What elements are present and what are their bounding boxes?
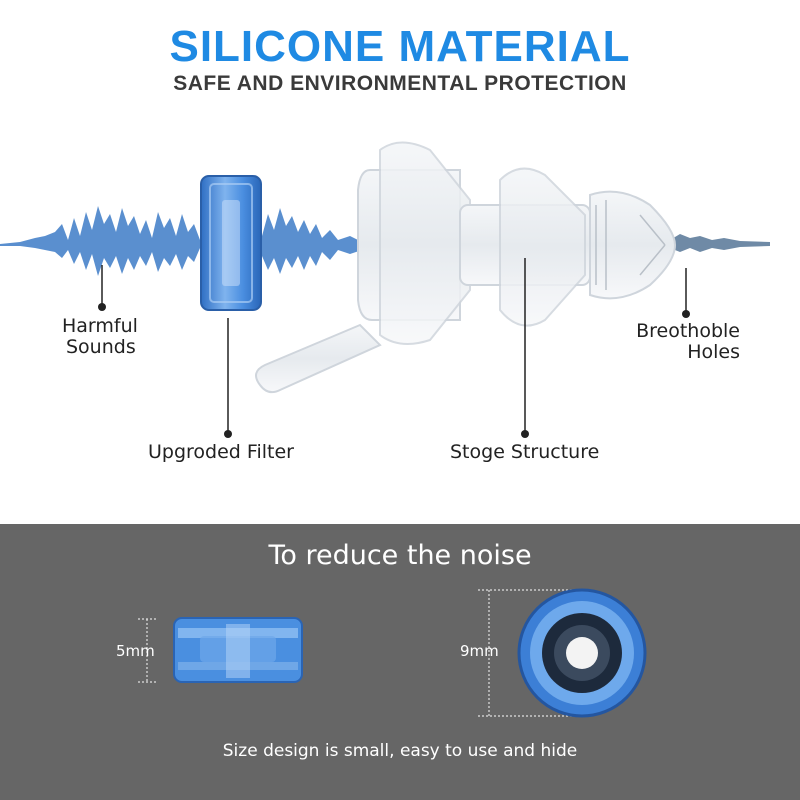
filter-diameter-label: 9mm <box>460 642 499 660</box>
filter-cylinder <box>200 175 262 311</box>
size-diagram <box>138 588 647 718</box>
diameter-dimension-bracket <box>478 589 580 717</box>
filter-height-label: 5mm <box>116 642 155 660</box>
size-panel-heading: To reduce the noise <box>268 540 532 571</box>
filter-front-view <box>517 588 647 718</box>
breathable-holes-line-2: Holes <box>687 341 740 363</box>
earplug-details <box>595 200 666 290</box>
filter-side-view <box>173 617 303 683</box>
size-caption: Size design is small, easy to use and hi… <box>222 741 578 761</box>
callout-leaders <box>101 258 687 432</box>
earplug-body <box>255 141 677 394</box>
page-subtitle: SAFE AND ENVIRONMENTAL PROTECTION <box>173 72 627 95</box>
earplug-illustration <box>0 141 770 438</box>
upgraded-filter-label: Upgroded Filter <box>148 441 294 463</box>
size-panel <box>0 524 800 800</box>
sound-wave-right <box>670 234 770 252</box>
stage-structure-label: Stoge Structure <box>450 441 600 463</box>
page-title: SILICONE MATERIAL <box>169 22 631 71</box>
harmful-sounds-line-2: Sounds <box>66 336 136 358</box>
callout-dots <box>98 303 690 438</box>
sound-wave-left <box>0 206 370 276</box>
harmful-sounds-label: Harmful Sounds <box>62 316 138 358</box>
breathable-holes-line-1: Breothoble <box>636 320 740 342</box>
height-dimension-bracket <box>138 618 156 683</box>
breathable-holes-label: Breothoble Holes <box>628 321 740 363</box>
harmful-sounds-line-1: Harmful <box>62 315 138 337</box>
